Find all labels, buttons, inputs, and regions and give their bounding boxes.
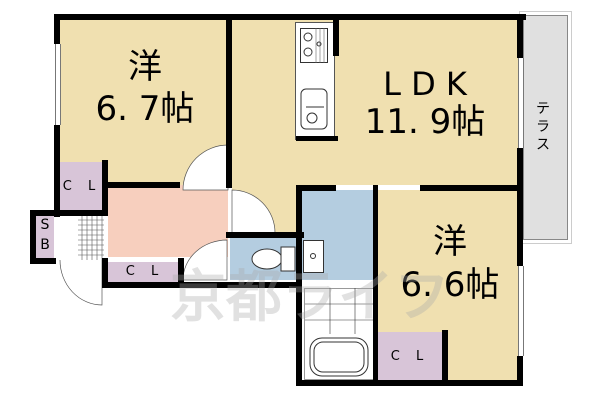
wall <box>517 14 523 58</box>
wall <box>296 185 302 385</box>
terrace <box>519 11 572 244</box>
stove-icon <box>300 28 328 63</box>
closet-1-fill <box>60 162 102 210</box>
wall <box>54 14 60 44</box>
room-size-label: 6. 6帖 <box>400 265 500 305</box>
door-swing-icon <box>231 189 276 234</box>
wall <box>30 210 36 264</box>
closet-label: C L <box>390 349 430 364</box>
closet-2-fill <box>108 262 178 282</box>
door-swing-icon <box>182 144 229 191</box>
wall <box>30 258 56 264</box>
wall <box>517 356 523 386</box>
wall <box>30 210 108 216</box>
window <box>518 266 524 356</box>
wall <box>517 148 523 266</box>
ldk-room <box>232 20 520 185</box>
wall <box>296 185 336 191</box>
watermark: 京都ライフ <box>170 265 450 330</box>
sink-icon <box>300 88 328 130</box>
wall <box>178 258 184 282</box>
wall <box>102 282 302 288</box>
washbasin-icon <box>303 240 324 273</box>
wall <box>333 20 339 56</box>
shoe-box-label-b: B <box>40 237 50 253</box>
shoe-box-label-s: S <box>40 217 50 233</box>
entrance <box>56 215 104 260</box>
room-type-label: L D K <box>383 65 467 103</box>
closet-3-fill <box>378 332 443 380</box>
toilet-icon <box>251 246 296 272</box>
room-size-label: 6. 7帖 <box>95 89 195 129</box>
shoe-box-fill <box>36 215 54 261</box>
terrace-label: テラス <box>536 101 550 153</box>
entrance-tile-icon <box>78 215 104 260</box>
room-type-label: 洋 <box>128 47 162 87</box>
wall <box>102 182 180 188</box>
room-size-label: 11. 9帖 <box>364 102 486 142</box>
room-type-label: 洋 <box>433 222 467 262</box>
wall <box>442 330 448 384</box>
entry-door-swing-icon <box>59 259 103 306</box>
wall <box>373 185 378 385</box>
wall <box>420 185 520 191</box>
wall <box>54 125 60 217</box>
wall <box>296 380 522 386</box>
wall <box>102 258 108 286</box>
wall <box>226 232 304 238</box>
bathtub-icon <box>309 337 369 377</box>
wall <box>54 14 526 20</box>
shower-floor-icon <box>305 288 373 334</box>
window <box>518 58 524 148</box>
window <box>55 44 61 125</box>
wall <box>226 14 232 188</box>
closet-label: C L <box>62 179 102 194</box>
closet-label: C L <box>125 264 165 279</box>
wall <box>296 136 338 141</box>
